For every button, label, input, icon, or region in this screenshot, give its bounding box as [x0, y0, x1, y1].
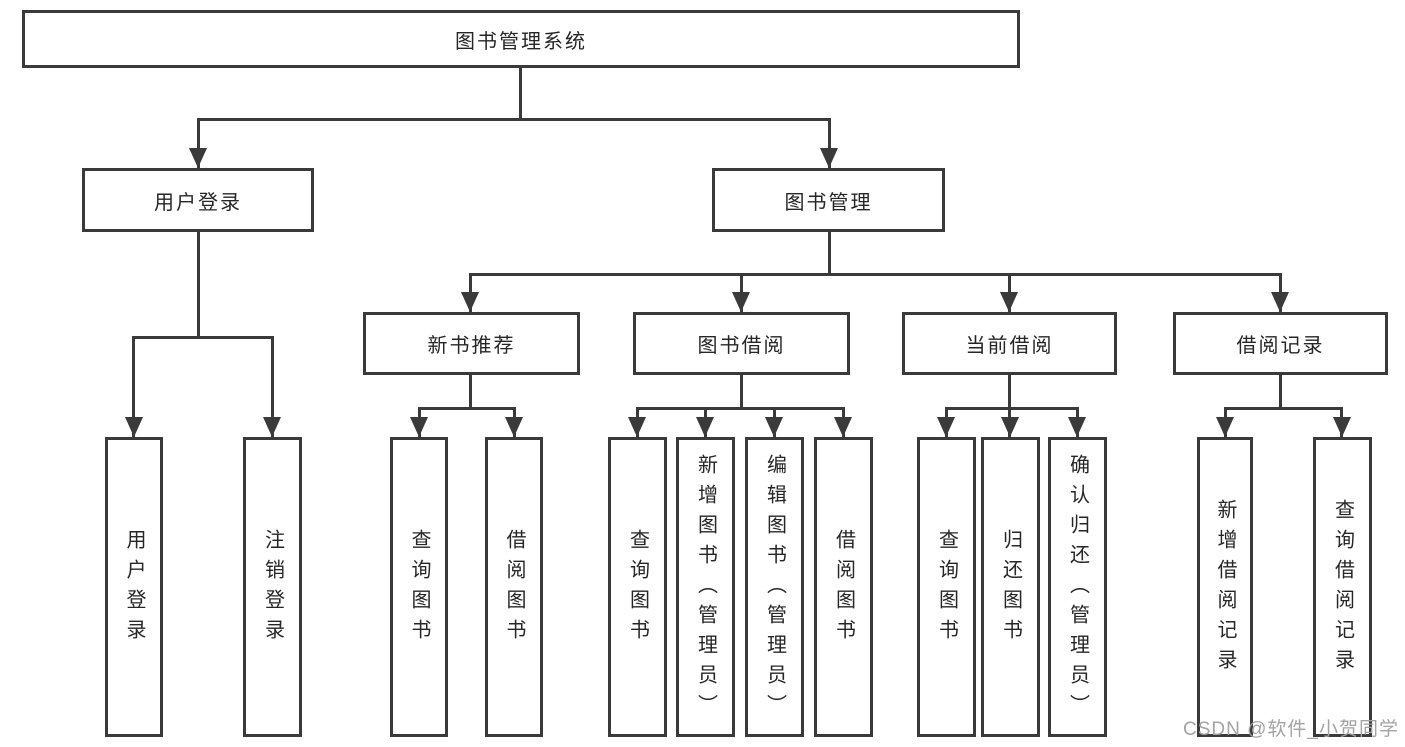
connector-line — [1279, 375, 1282, 410]
leaf-add-book-admin: 新增图书（管理员） — [676, 437, 735, 737]
connector-line — [132, 336, 274, 339]
arrow-down-icon — [125, 417, 143, 437]
arrow-down-icon — [1333, 417, 1351, 437]
connector-line — [469, 375, 472, 410]
leaf-query-books-borrowing: 查询图书 — [608, 437, 667, 737]
arrow-down-icon — [765, 417, 783, 437]
connector-line — [740, 375, 743, 410]
connector-line — [271, 336, 274, 437]
arrow-down-icon — [820, 148, 838, 168]
connector-line — [469, 273, 1282, 276]
connector-line — [197, 118, 200, 168]
node-book-management: 图书管理 — [712, 168, 945, 232]
connector-line — [197, 118, 831, 121]
leaf-query-borrowing-record: 查询借阅记录 — [1313, 437, 1372, 737]
node-borrowing-records: 借阅记录 — [1173, 312, 1388, 375]
node-user-login: 用户登录 — [82, 168, 314, 232]
arrow-down-icon — [696, 417, 714, 437]
arrow-down-icon — [189, 148, 207, 168]
watermark: CSDN @软件_小贺同学 — [1183, 719, 1399, 740]
arrow-down-icon — [461, 292, 479, 312]
connector-line — [1224, 407, 1343, 410]
leaf-query-books-current: 查询图书 — [917, 437, 976, 737]
node-new-book-recommendation: 新书推荐 — [363, 312, 580, 375]
leaf-user-login: 用户登录 — [105, 437, 163, 737]
arrow-down-icon — [937, 417, 955, 437]
leaf-borrow-books-recommend: 借阅图书 — [485, 437, 543, 737]
connector-line — [197, 232, 200, 339]
arrow-down-icon — [263, 417, 281, 437]
arrow-down-icon — [410, 417, 428, 437]
node-library-management-system: 图书管理系统 — [22, 10, 1020, 68]
arrow-down-icon — [1001, 417, 1019, 437]
node-current-borrowing: 当前借阅 — [902, 312, 1117, 375]
leaf-logout: 注销登录 — [243, 437, 302, 737]
leaf-edit-book-admin: 编辑图书（管理员） — [745, 437, 804, 737]
arrow-down-icon — [1216, 417, 1234, 437]
arrow-down-icon — [834, 417, 852, 437]
connector-line — [828, 232, 831, 276]
leaf-return-book: 归还图书 — [981, 437, 1040, 737]
arrow-down-icon — [732, 292, 750, 312]
leaf-borrow-books-borrowing: 借阅图书 — [814, 437, 873, 737]
arrow-down-icon — [1000, 292, 1018, 312]
arrow-down-icon — [1271, 292, 1289, 312]
arrow-down-icon — [628, 417, 646, 437]
connector-line — [418, 407, 516, 410]
leaf-query-books-recommend: 查询图书 — [390, 437, 448, 737]
node-book-borrowing: 图书借阅 — [633, 312, 850, 375]
connector-line — [636, 407, 845, 410]
connector-line — [945, 407, 1079, 410]
leaf-confirm-return-admin: 确认归还（管理员） — [1048, 437, 1107, 737]
leaf-add-borrowing-record: 新增借阅记录 — [1197, 437, 1253, 737]
connector-line — [828, 118, 831, 168]
connector-line — [1008, 375, 1011, 410]
arrow-down-icon — [1068, 417, 1086, 437]
connector-line — [132, 336, 135, 437]
connector-line — [519, 68, 522, 121]
arrow-down-icon — [505, 417, 523, 437]
